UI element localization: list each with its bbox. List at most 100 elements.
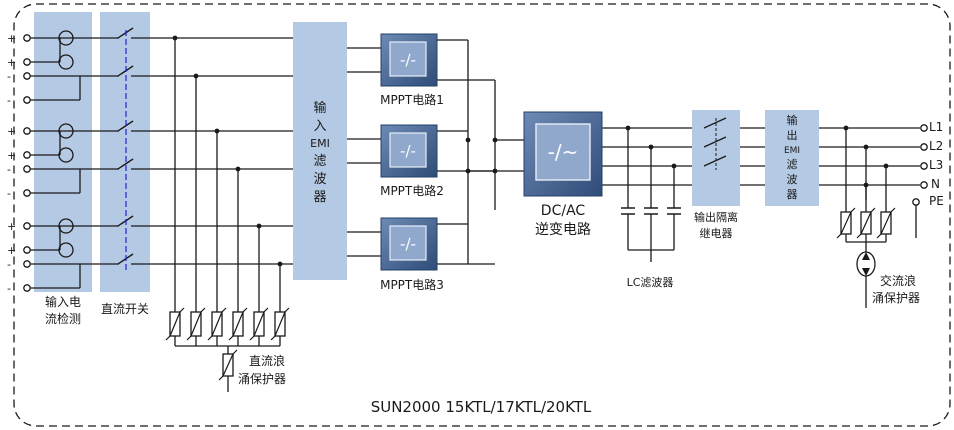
gdt-arrow	[862, 268, 870, 276]
terminal	[23, 284, 31, 292]
terminal	[23, 222, 31, 230]
polarity-mark: +	[7, 220, 16, 233]
wiring	[30, 37, 920, 392]
current-sensor	[58, 123, 74, 139]
terminal	[23, 34, 31, 42]
dc-surge-label-1: 直流浪	[249, 353, 285, 368]
polarity-mark: -	[7, 187, 11, 200]
junction-dot	[671, 163, 677, 169]
input-emi-label-3: 滤	[313, 154, 326, 169]
output-emi-label-3: 滤	[787, 158, 798, 171]
terminal-label-l2: L2	[929, 139, 943, 153]
varistor-slash	[876, 207, 896, 239]
polarity-mark: +	[7, 244, 16, 257]
dcac-inverter-device: -/~	[523, 111, 603, 197]
junction-dot	[235, 166, 241, 172]
input-current-detection-label-2: 流检测	[45, 311, 81, 326]
terminal	[23, 260, 31, 268]
output-emi-label-4: 波	[787, 173, 798, 186]
gdt-arrow	[862, 252, 870, 260]
switch-gap	[119, 36, 131, 40]
terminal	[920, 124, 928, 132]
mppt-label-3: MPPT电路3	[380, 277, 444, 292]
terminal-label-l1: L1	[929, 120, 943, 134]
junction-dot	[625, 125, 631, 131]
terminal-label-l3: L3	[929, 158, 943, 172]
output-emi-label-5: 器	[787, 188, 798, 201]
dc-switch-label: 直流开关	[101, 302, 149, 316]
junction-dot	[648, 144, 654, 150]
ac-surge-label-2: 涌保护器	[872, 291, 920, 305]
lc-filter-label: LC滤波器	[627, 276, 674, 289]
inverter-label-1: DC/AC	[541, 203, 586, 219]
mppt-device-1: -/-	[380, 33, 438, 87]
polarity-mark: +	[7, 149, 16, 162]
relay-gap	[704, 145, 728, 149]
terminal	[23, 58, 31, 66]
junction-dot	[172, 35, 178, 41]
input-emi-filter-block	[293, 22, 347, 280]
terminal	[912, 198, 920, 206]
current-sensor	[58, 147, 74, 163]
varistor-slash	[249, 307, 269, 341]
mppt-device-3: -/-	[380, 217, 438, 271]
components	[23, 27, 928, 381]
switch-gap	[119, 167, 131, 171]
mppt-label-1: MPPT电路1	[380, 92, 444, 107]
polarity-mark: -	[7, 282, 11, 295]
input-emi-label-1: 入	[313, 119, 326, 134]
junction-dot	[492, 168, 498, 174]
input-emi-label-5: 器	[313, 190, 326, 205]
terminal	[23, 151, 31, 159]
varistor-slash	[207, 307, 227, 341]
dc-switch-block	[100, 12, 150, 292]
polarity-mark: -	[7, 163, 11, 176]
switch-gap	[119, 129, 131, 133]
terminal-label-pe: PE	[929, 194, 944, 208]
current-sensor	[58, 242, 74, 258]
output-emi-label-2: EMI	[784, 146, 800, 156]
terminal	[23, 96, 31, 104]
varistor-slash	[836, 207, 856, 239]
current-sensor	[58, 30, 74, 46]
dc-switch-contact	[117, 158, 134, 170]
terminal	[23, 165, 31, 173]
junction-dot	[193, 73, 199, 79]
junction-dot	[492, 137, 498, 143]
varistor-slash	[270, 307, 290, 341]
polarity-mark: +	[7, 125, 16, 138]
output-relay-label-2: 继电器	[700, 227, 733, 240]
junction-dot	[883, 163, 889, 169]
junction-dot	[465, 137, 471, 143]
input-emi-label-2: EMI	[310, 137, 330, 150]
input-emi-label-4: 波	[313, 172, 326, 187]
output-emi-label-0: 输	[787, 113, 798, 127]
input-polarity-marks: ++--++--++--	[7, 32, 16, 295]
terminal	[23, 127, 31, 135]
output-emi-filter-block	[765, 110, 819, 206]
terminal	[920, 181, 928, 189]
polarity-mark: -	[7, 70, 11, 83]
junction-dot	[214, 128, 220, 134]
output-relay-label-1: 输出隔离	[694, 210, 738, 224]
varistor-slash	[165, 307, 185, 341]
polarity-mark: +	[7, 32, 16, 45]
junction-dot	[277, 261, 283, 267]
junction-dot	[256, 223, 262, 229]
relay-contact	[703, 155, 727, 167]
mppt-device-2: -/-	[380, 124, 438, 178]
current-sensor	[58, 54, 74, 70]
svg-text:-/-: -/-	[400, 235, 416, 253]
terminal-label-n: N	[931, 177, 940, 191]
polarity-mark: +	[7, 56, 16, 69]
svg-text:-/-: -/-	[400, 142, 416, 160]
switch-gap	[119, 224, 131, 228]
current-sensor	[58, 218, 74, 234]
polarity-mark: -	[7, 94, 11, 107]
svg-text:-/-: -/-	[400, 51, 416, 69]
svg-text:-/~: -/~	[548, 140, 579, 164]
input-current-detection-block	[34, 12, 92, 292]
input-current-detection-label-1: 输入电	[45, 294, 81, 309]
dc-surge-label-2: 涌保护器	[238, 372, 286, 386]
